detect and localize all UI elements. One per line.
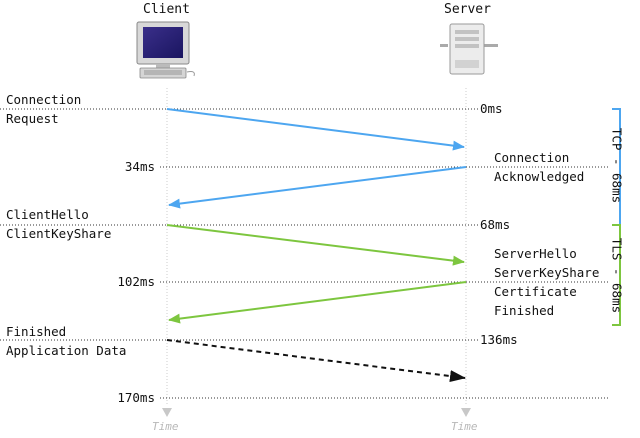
- client-hello-arrow: [166, 224, 465, 266]
- server-hello-arrow: [168, 281, 467, 324]
- time-170ms: 170ms: [117, 390, 155, 405]
- client-time-axis-label: Time: [152, 420, 179, 433]
- time-136ms: 136ms: [480, 332, 518, 347]
- time-0ms: 0ms: [480, 101, 503, 116]
- time-102ms: 102ms: [117, 274, 155, 289]
- timeline-separators: [0, 108, 610, 399]
- client-time-arrow: [162, 408, 172, 417]
- server-time-arrow: [461, 408, 471, 417]
- client-hello-label: ClientHello ClientKeyShare: [6, 207, 112, 241]
- connection-ack-arrow: [168, 166, 467, 209]
- application-data-arrow: [166, 339, 466, 383]
- client-computer-icon: [136, 21, 195, 79]
- client-title: Client: [143, 2, 190, 17]
- connection-ack-label: Connection Acknowledged: [494, 150, 585, 184]
- finished-label: Finished Application Data: [6, 324, 127, 358]
- server-time-axis-label: Time: [451, 420, 478, 433]
- server-icon: [440, 23, 498, 75]
- connection-request-label: Connection Request: [6, 92, 82, 126]
- connection-request-arrow: [166, 108, 465, 151]
- server-title: Server: [444, 2, 491, 17]
- tls-bracket: [612, 224, 621, 326]
- time-34ms: 34ms: [124, 159, 155, 174]
- tls-phase-label: TLS - 68ms: [609, 237, 625, 314]
- tcp-phase-label: TCP - 68ms: [609, 127, 625, 204]
- time-68ms: 68ms: [480, 217, 511, 232]
- server-hello-label: ServerHello ServerKeyShare Certificate F…: [494, 246, 600, 318]
